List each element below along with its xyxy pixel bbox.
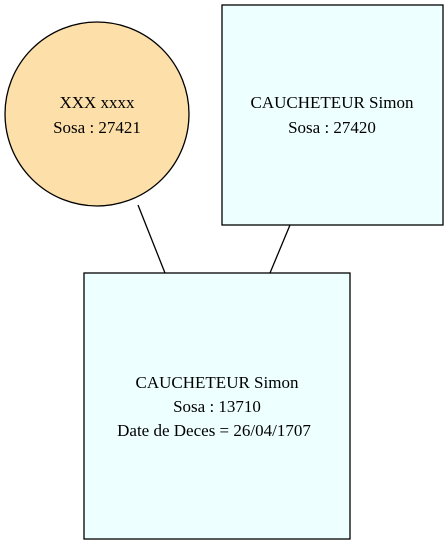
mother-circle (4, 21, 190, 207)
father-sosa: Sosa : 27420 (288, 118, 376, 137)
edge-father-to-child (269, 224, 291, 274)
node-father[interactable]: CAUCHETEUR Simon Sosa : 27420 (221, 4, 444, 226)
edge-mother-to-child (137, 204, 166, 274)
mother-name: XXX xxxx (59, 93, 135, 112)
father-box (221, 4, 444, 226)
child-sosa: Sosa : 13710 (173, 397, 261, 416)
mother-sosa: Sosa : 27421 (53, 118, 141, 137)
father-name: CAUCHETEUR Simon (251, 93, 414, 112)
child-death-date: Date de Deces = 26/04/1707 (117, 421, 311, 440)
node-child[interactable]: CAUCHETEUR Simon Sosa : 13710 Date de De… (83, 272, 351, 540)
node-mother[interactable]: XXX xxxx Sosa : 27421 (4, 21, 190, 207)
child-box (83, 272, 351, 540)
child-name: CAUCHETEUR Simon (136, 373, 299, 392)
